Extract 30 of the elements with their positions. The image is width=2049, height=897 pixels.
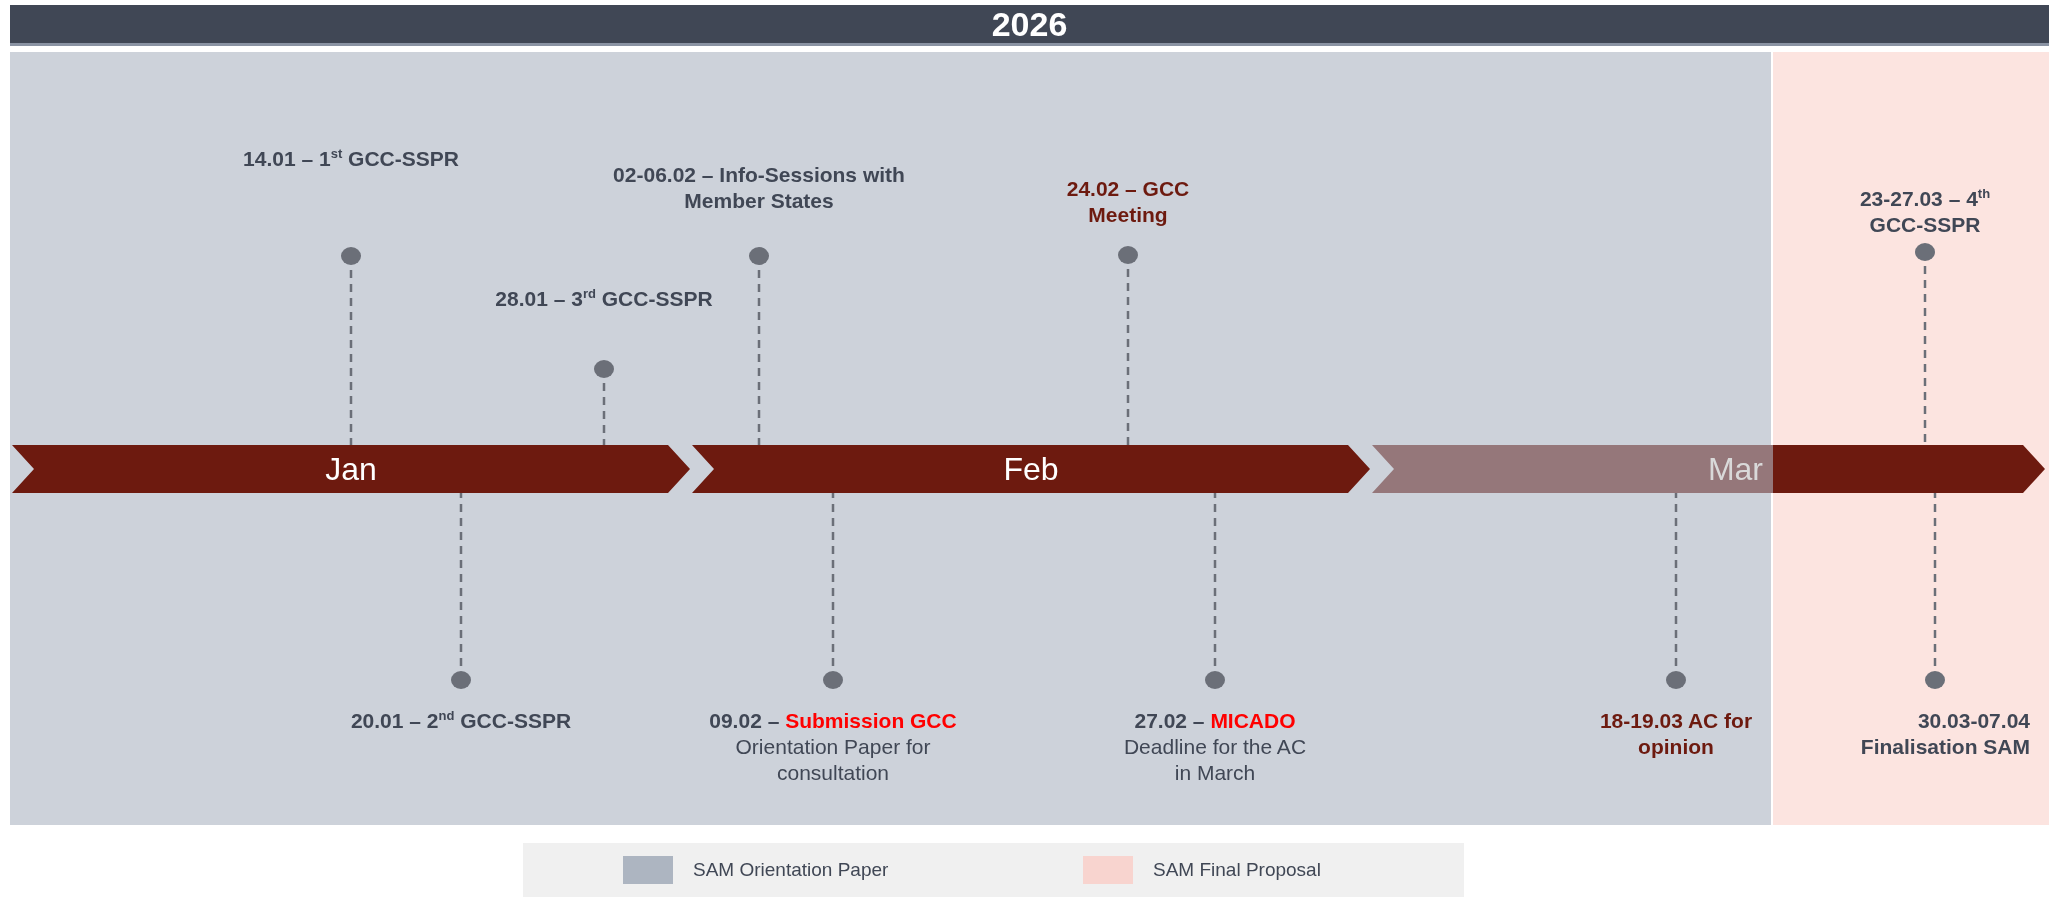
event-highlight: Submission GCC [785,709,957,732]
event-date: 09.02 – [709,709,780,732]
leader-line [341,247,361,445]
leader-line [1925,493,1945,689]
event-label: 28.01 – 3$^{rd}$ GCC-SSPR [495,287,713,310]
leader-line [749,247,769,445]
event-highlight: MICADO [1210,709,1296,732]
event-description: Orientation Paper for consultation [735,735,931,784]
leader-line [594,360,614,445]
event-label: 02-06.02 – Info-Sessions with Member States [613,163,905,212]
leader-line [1915,243,1935,445]
event-label: 23-27.03 – 4$^{th}$ GCC-SSPR [1859,187,1991,236]
leader-line [1205,493,1225,689]
month-label: Jan [325,451,377,487]
month-label: Feb [1003,451,1059,487]
leader-line [451,493,471,689]
legend-label: SAM Final Proposal [1153,858,1321,882]
event-label: 30.03-07.04 Finalisation SAM [1860,709,2030,758]
event-label: 18-19.03 AC for opinion [1599,709,1753,758]
event-label: 20.01 – 2$^{nd}$ GCC-SSPR [350,709,572,732]
leader-line [823,493,843,689]
legend-label: SAM Orientation Paper [693,858,889,882]
leader-line [1118,246,1138,445]
year-header: 2026 [10,5,2049,46]
event-date: 27.02 – [1134,709,1205,732]
event-description: Deadline for the AC in March [1123,735,1307,784]
event-label: 24.02 – GCC Meeting [1066,177,1190,226]
month-label: Mar [1707,451,1763,487]
event-label: 14.01 – 1$^{st}$ GCC-SSPR [243,147,459,170]
leader-line [1666,493,1686,689]
